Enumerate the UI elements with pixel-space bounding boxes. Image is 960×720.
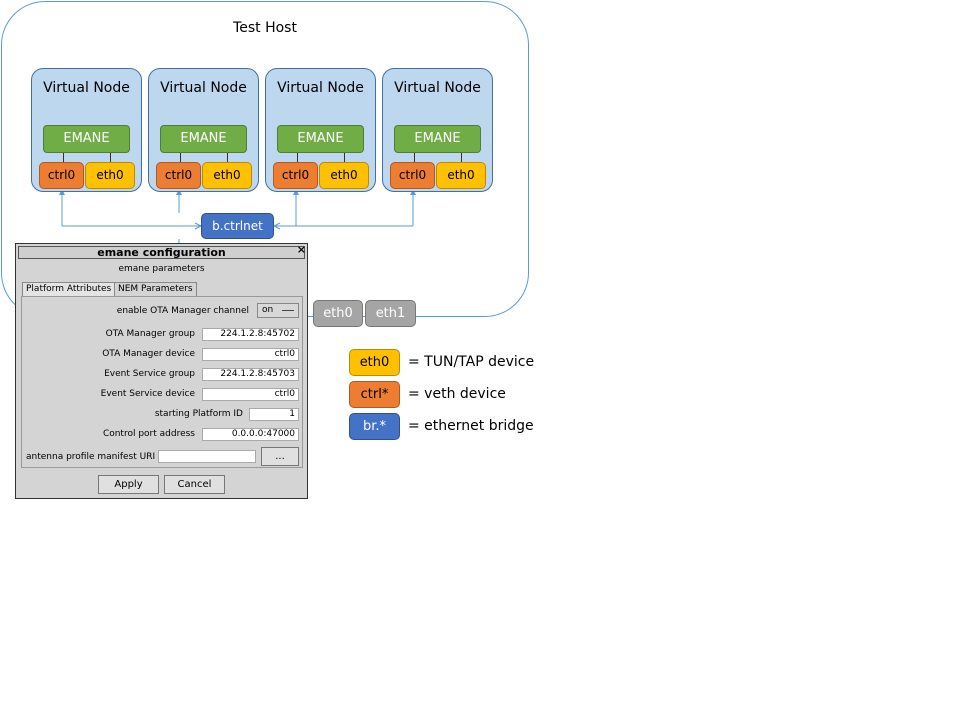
- control-port-field[interactable]: 0.0.0.0:47000: [202, 428, 299, 441]
- ota-group-label: OTA Manager group: [26, 329, 195, 339]
- emane-ctrl-link: [180, 153, 181, 162]
- emane-box: EMANE: [43, 125, 130, 153]
- ota-device-field[interactable]: ctrl0: [202, 348, 299, 361]
- emane-ctrl-link: [414, 153, 415, 162]
- close-icon[interactable]: ×: [297, 244, 306, 255]
- browse-button[interactable]: ...: [261, 447, 299, 466]
- event-group-label: Event Service group: [26, 369, 195, 379]
- ctrlnet-bridge: b.ctrlnet: [201, 213, 274, 239]
- emane-box: EMANE: [394, 125, 481, 153]
- emane-eth-link: [227, 153, 228, 162]
- apply-button[interactable]: Apply: [98, 475, 159, 494]
- legend-eth-swatch: eth0: [349, 349, 400, 376]
- virtual-node-4: Virtual Node EMANE ctrl0 eth0: [382, 68, 493, 192]
- emane-eth-link: [344, 153, 345, 162]
- virtual-node-title: Virtual Node: [266, 80, 375, 96]
- emane-ctrl-link: [297, 153, 298, 162]
- emane-box: EMANE: [160, 125, 247, 153]
- control-port-label: Control port address: [26, 429, 195, 439]
- legend-ctrl-swatch: ctrl*: [349, 381, 400, 408]
- emane-box: EMANE: [277, 125, 364, 153]
- ota-device-label: OTA Manager device: [26, 349, 195, 359]
- legend-bridge-text: = ethernet bridge: [408, 418, 534, 434]
- legend-eth-text: = TUN/TAP device: [408, 354, 534, 370]
- dropdown-indicator-icon: [282, 310, 294, 311]
- dialog-subtitle: emane parameters: [16, 264, 307, 274]
- ctrl0-interface: ctrl0: [273, 162, 318, 189]
- platform-id-label: starting Platform ID: [26, 409, 243, 419]
- emane-ctrl-link: [63, 153, 64, 162]
- ctrl0-interface: ctrl0: [390, 162, 435, 189]
- ota-group-field[interactable]: 224.1.2.8:45702: [202, 328, 299, 341]
- virtual-node-title: Virtual Node: [32, 80, 141, 96]
- host-eth0-interface: eth0: [313, 300, 363, 327]
- ota-channel-label: enable OTA Manager channel: [26, 306, 249, 316]
- event-device-label: Event Service device: [26, 389, 195, 399]
- cancel-button[interactable]: Cancel: [164, 475, 225, 494]
- emane-eth-link: [110, 153, 111, 162]
- event-group-field[interactable]: 224.1.2.8:45703: [202, 368, 299, 381]
- legend-bridge-swatch: br.*: [349, 413, 400, 440]
- ota-channel-select[interactable]: on: [257, 303, 299, 318]
- ota-channel-value: on: [262, 305, 273, 315]
- tab-platform-attributes[interactable]: Platform Attributes: [22, 282, 115, 296]
- legend-ctrl-text: = veth device: [408, 386, 506, 402]
- eth0-interface: eth0: [202, 162, 252, 189]
- host-eth1-interface: eth1: [365, 300, 416, 327]
- emane-eth-link: [461, 153, 462, 162]
- platform-id-field[interactable]: 1: [249, 408, 299, 421]
- antenna-uri-label: antenna profile manifest URI: [26, 452, 166, 462]
- ctrl0-interface: ctrl0: [39, 162, 84, 189]
- eth0-interface: eth0: [319, 162, 369, 189]
- eth0-interface: eth0: [85, 162, 135, 189]
- platform-attributes-panel: [21, 296, 303, 468]
- dialog-title-bar[interactable]: emane configuration: [18, 246, 305, 259]
- eth0-interface: eth0: [436, 162, 486, 189]
- event-device-field[interactable]: ctrl0: [202, 388, 299, 401]
- emane-configuration-dialog: emane configuration × emane parameters P…: [15, 243, 308, 499]
- tab-nem-parameters[interactable]: NEM Parameters: [114, 282, 197, 296]
- ctrl0-interface: ctrl0: [156, 162, 201, 189]
- virtual-node-title: Virtual Node: [383, 80, 492, 96]
- dialog-title: emane configuration: [97, 246, 226, 259]
- antenna-uri-field[interactable]: [158, 450, 256, 463]
- virtual-node-3: Virtual Node EMANE ctrl0 eth0: [265, 68, 376, 192]
- virtual-node-1: Virtual Node EMANE ctrl0 eth0: [31, 68, 142, 192]
- virtual-node-2: Virtual Node EMANE ctrl0 eth0: [148, 68, 259, 192]
- virtual-node-title: Virtual Node: [149, 80, 258, 96]
